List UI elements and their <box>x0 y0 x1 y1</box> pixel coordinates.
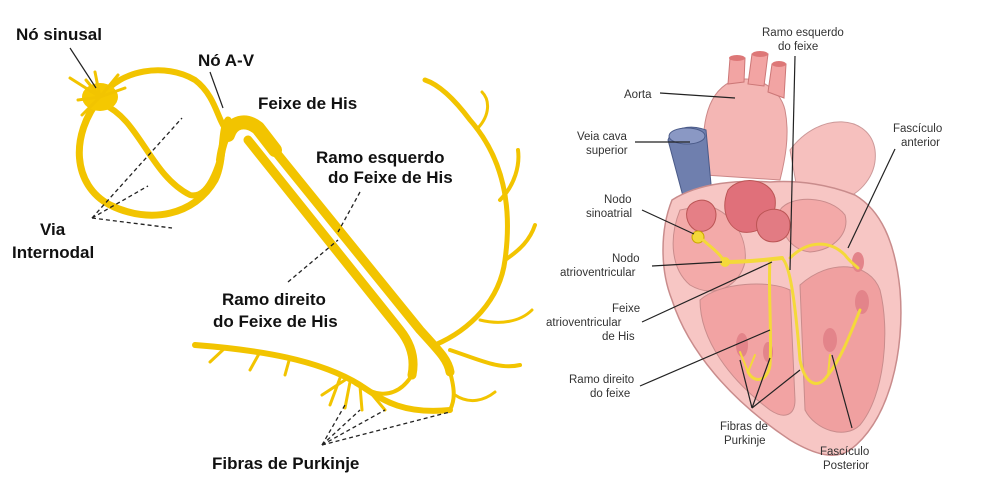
left-branch-heart <box>780 256 862 385</box>
av-node <box>216 121 239 164</box>
r-purkinje-label-2: Purkinje <box>724 435 766 447</box>
r-svc-label-2: superior <box>586 145 628 157</box>
sinus-node <box>68 70 127 117</box>
right-branch-label-1: Ramo direito <box>222 290 326 309</box>
r-right-branch-leader <box>639 329 771 387</box>
right-branch-heart <box>746 258 773 381</box>
purkinje-leader-1 <box>321 404 346 446</box>
r-av-bundle-leader <box>641 261 773 323</box>
internodal-leader-2 <box>91 185 149 219</box>
left-conduction-diagram: Nó sinusal Nó A-V Feixe de His Ramo esqu… <box>12 25 537 473</box>
r-aorta-label: Aorta <box>624 89 652 101</box>
r-sa-node-label-1: Nodo <box>604 194 632 206</box>
right-branch-leader <box>287 239 339 283</box>
internodal-label-2: Internodal <box>12 243 94 262</box>
r-av-bundle-label-1: Feixe <box>612 303 640 315</box>
r-av-bundle-label-3: de His <box>602 331 635 343</box>
right-branch-label-2: do Feixe de His <box>213 312 338 331</box>
r-posterior-fascicle-leader <box>831 354 853 429</box>
r-right-branch-label-2: do feixe <box>590 388 630 400</box>
purkinje-right-network <box>422 77 510 348</box>
sinus-node-label: Nó sinusal <box>16 25 102 44</box>
internodal-leader-3 <box>91 217 173 229</box>
internodal-pathway-inner <box>100 101 229 199</box>
r-left-branch-label-2: do feixe <box>778 41 818 53</box>
r-left-branch-leader <box>789 55 796 271</box>
av-node-label: Nó A-V <box>198 51 255 70</box>
r-left-branch-label-1: Ramo esquerdo <box>762 27 844 39</box>
heart-conduction-system <box>691 230 862 385</box>
left-branch-leader <box>337 191 361 233</box>
purkinje-leader-4 <box>321 411 451 446</box>
internodal-leader-1 <box>91 117 183 219</box>
r-av-node-label-2: atrioventricular <box>560 267 636 279</box>
left-bundle-branch <box>257 130 455 377</box>
left-atrium <box>779 198 847 253</box>
r-purkinje-leader-2 <box>751 357 771 409</box>
sa-node <box>691 230 705 244</box>
r-posterior-fascicle-label-2: Posterior <box>823 460 869 472</box>
r-sa-node-leader <box>641 209 695 235</box>
r-purkinje-label-1: Fibras de <box>720 421 768 433</box>
r-anterior-fascicle-label-1: Fascículo <box>893 123 942 135</box>
his-bundle-heart <box>723 256 784 264</box>
r-svc-label-1: Veia cava <box>577 131 627 143</box>
r-av-bundle-label-2: atrioventricular <box>546 317 622 329</box>
r-posterior-fascicle-label-1: Fascículo <box>820 446 869 458</box>
anterior-fascicle-heart <box>788 242 860 270</box>
right-bundle-branch <box>243 135 418 380</box>
purkinje-bottom-main <box>192 342 453 414</box>
r-anterior-fascicle-leader <box>847 148 896 249</box>
sinus-node-leader <box>69 47 97 89</box>
r-sa-node-label-2: sinoatrial <box>586 208 632 220</box>
purkinje-leader-2 <box>321 409 361 446</box>
right-heart-diagram: Ramo esquerdo do feixe Aorta Veia cava s… <box>546 27 942 472</box>
internodal-label-1: Via <box>40 220 66 239</box>
r-purkinje-leader-3 <box>751 369 801 409</box>
left-branch-label-2: do Feixe de His <box>328 168 453 187</box>
purkinje-leader-3 <box>321 409 386 446</box>
internodal-pathway-middle <box>99 67 228 131</box>
r-purkinje-leader-1 <box>739 359 753 409</box>
av-node-leader <box>209 71 224 109</box>
his-bundle-label: Feixe de His <box>258 94 357 113</box>
r-right-branch-label-1: Ramo direito <box>569 374 634 386</box>
r-av-node-label-1: Nodo <box>612 253 640 265</box>
left-branch-label-1: Ramo esquerdo <box>316 148 444 167</box>
r-av-node-leader <box>651 261 723 267</box>
purkinje-label: Fibras de Purkinje <box>212 454 359 473</box>
r-aorta-leader <box>659 92 736 99</box>
r-anterior-fascicle-label-2: anterior <box>901 137 940 149</box>
